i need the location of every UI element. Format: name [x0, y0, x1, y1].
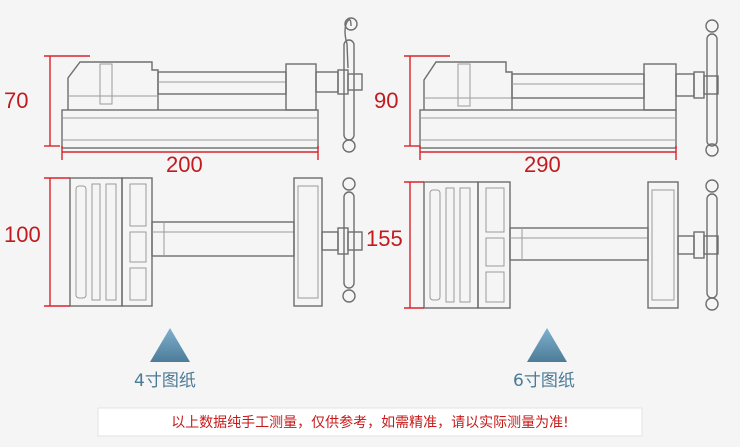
vise-6in-length-label: 290 [524, 152, 561, 177]
vise-4in-side-dimensions [44, 55, 319, 160]
vise-4in-top-view [69, 177, 363, 307]
vise-6in-caption: 6寸图纸 [513, 371, 575, 391]
vise-6in-top-view [423, 179, 719, 311]
vise-4in-height-label: 70 [4, 88, 28, 113]
vise-4in-side-view [61, 17, 363, 153]
vise-6in-width-label: 155 [366, 226, 403, 251]
vise-4in-length-label: 200 [166, 152, 203, 177]
vise-4in-caption: 4寸图纸 [134, 371, 196, 391]
vise-4in-top-dimensions [44, 177, 70, 307]
vise-6in-side-view [419, 19, 719, 157]
vise-6in-top-dimensions [404, 181, 424, 309]
up-arrow-icon [527, 328, 567, 362]
vise-6in-side-dimensions [404, 55, 677, 160]
vise-4in-width-label: 100 [4, 222, 41, 247]
vise-6in-height-label: 90 [374, 88, 398, 113]
up-arrow-icon [150, 328, 190, 362]
notice-text: 以上数据纯手工测量，仅供参考，如需精准，请以实际测量为准! [171, 414, 569, 431]
notice-banner [97, 407, 643, 437]
